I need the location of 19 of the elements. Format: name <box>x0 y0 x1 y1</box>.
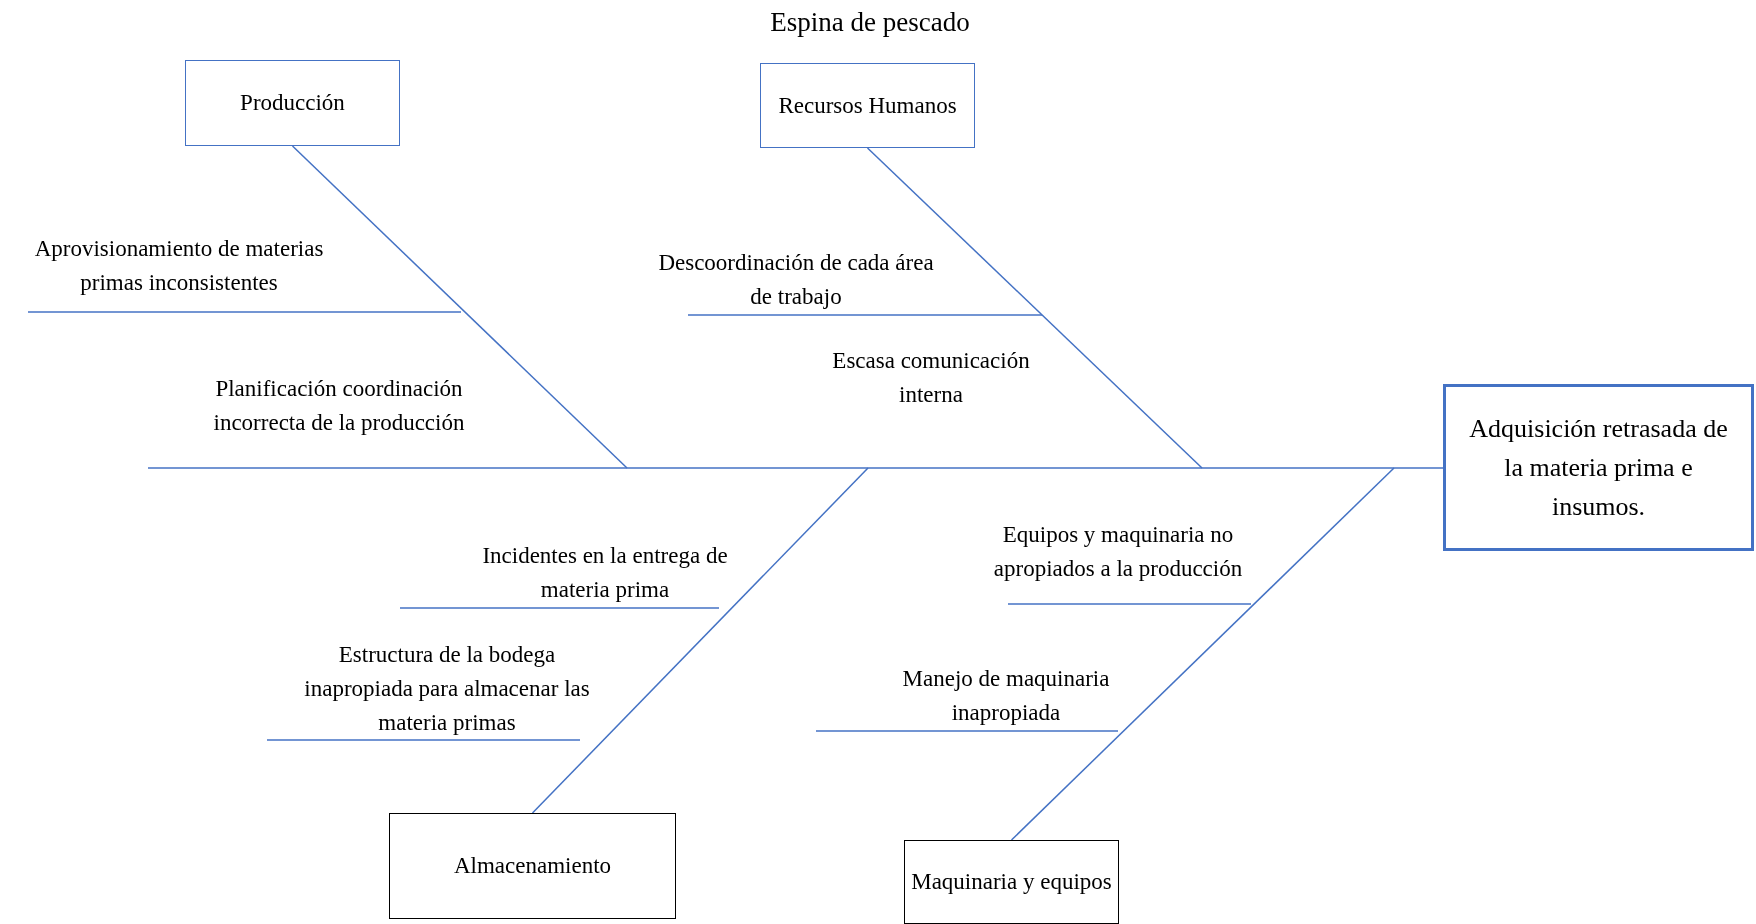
category-box: Maquinaria y equipos <box>904 840 1119 924</box>
fishbone-bone <box>866 147 1203 469</box>
cause-label: Incidentes en la entrega de materia prima <box>481 542 729 604</box>
diagram-title: Espina de pescado <box>769 6 971 39</box>
category-box: Producción <box>185 60 400 146</box>
category-box: Almacenamiento <box>389 813 676 919</box>
cause-label: Equipos y maquinaria no apropiados a la producción <box>992 521 1244 583</box>
cause-label: Descoordinación de cada área de trabajo <box>657 249 935 311</box>
fishbone-bone <box>531 467 869 814</box>
cause-label: Aprovisionamiento de materias primas inconsistentes <box>33 235 325 297</box>
fishbone-bone <box>1010 467 1395 841</box>
cause-label: Escasa comunicación interna <box>831 347 1031 409</box>
effect-box: Adquisición retrasada de la materia prima e insumos. <box>1443 384 1754 551</box>
fishbone-bone <box>291 145 628 469</box>
cause-label: Planificación coordinación incorrecta de la producción <box>212 375 466 437</box>
cause-label: Estructura de la bodega inapropiada para almacenar las materia primas <box>303 641 591 737</box>
fishbone-spine <box>147 467 1444 469</box>
cause-label: Manejo de maquinaria inapropiada <box>901 665 1111 727</box>
category-box: Recursos Humanos <box>760 63 975 148</box>
